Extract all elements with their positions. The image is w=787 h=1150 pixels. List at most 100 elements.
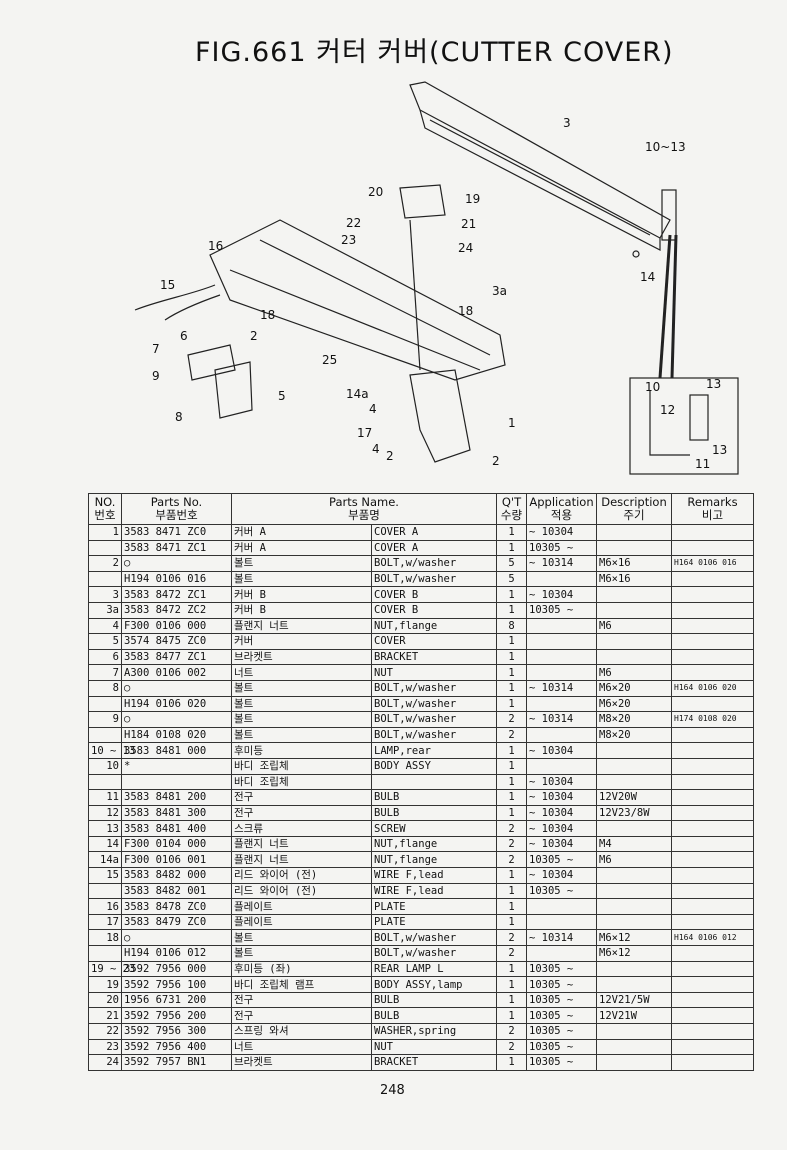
cell-rem	[671, 945, 754, 962]
cell-q: 2	[496, 1038, 527, 1056]
cell-kr: 전구	[231, 804, 372, 822]
cell-app	[526, 757, 597, 775]
callout: 2	[250, 329, 258, 343]
callout: 10~13	[645, 140, 686, 154]
cell-desc	[596, 757, 672, 775]
cell-q: 5	[496, 570, 527, 588]
cell-pn: 3583 8472 ZC1	[121, 586, 232, 603]
cell-no: 11	[88, 789, 122, 806]
cell-pn: 3592 7956 300	[121, 1023, 232, 1040]
callout: 17	[357, 426, 372, 440]
cell-q: 1	[496, 648, 527, 666]
cell-q: 1	[496, 1054, 527, 1071]
cell-rem	[671, 789, 754, 806]
inset-callout: 13	[712, 443, 727, 457]
callout: 2	[492, 454, 500, 468]
cell-q: 2	[496, 711, 527, 728]
cell-pn: 3592 7957 BN1	[121, 1054, 232, 1071]
cell-kr: 리드 와이어 (전)	[231, 882, 372, 900]
page-number: 248	[380, 1083, 405, 1098]
cell-en	[371, 773, 497, 791]
cell-no: 9	[88, 711, 122, 728]
cell-kr: 커버 B	[231, 586, 372, 603]
cell-q: 1	[496, 898, 527, 915]
cell-app: ~ 10304	[526, 804, 597, 822]
cell-desc: 12V23/8W	[596, 804, 672, 822]
cell-no: 5	[88, 633, 122, 650]
cell-en: BRACKET	[371, 1054, 497, 1071]
callout: 9	[152, 369, 160, 383]
cover-a-part	[209, 219, 506, 381]
cell-app	[526, 726, 597, 744]
cell-rem	[671, 804, 754, 822]
cell-en: BOLT,w/washer	[371, 555, 497, 572]
cell-en: BULB	[371, 1007, 497, 1024]
cell-pn: F300 0104 000	[121, 835, 232, 853]
callout: 6	[180, 329, 188, 343]
callout: 1	[508, 416, 516, 430]
cell-app: 10305 ~	[526, 539, 597, 557]
cell-rem	[671, 835, 754, 853]
cell-q: 1	[496, 976, 527, 993]
callout: 14a	[346, 387, 369, 401]
cell-rem	[671, 524, 754, 541]
header-no: NO. 번호	[88, 493, 122, 525]
cell-en: BODY ASSY	[371, 757, 497, 775]
cell-q: 1	[496, 867, 527, 884]
cell-q: 1	[496, 882, 527, 900]
cell-app: ~ 10304	[526, 773, 597, 791]
callout: 2	[386, 449, 394, 463]
cell-pn: 3583 8479 ZC0	[121, 913, 232, 931]
cell-pn: 3583 8471 ZC1	[121, 539, 232, 557]
callout: 19	[465, 192, 480, 206]
cell-en: NUT,flange	[371, 851, 497, 869]
cell-kr: 너트	[231, 664, 372, 681]
cell-q: 2	[496, 1023, 527, 1040]
cell-en: WASHER,spring	[371, 1023, 497, 1040]
cell-desc	[596, 1054, 672, 1071]
header-parts-name: Parts Name. 부품명	[231, 493, 497, 525]
cell-pn: 3583 8482 001	[121, 882, 232, 900]
cell-app: ~ 10304	[526, 835, 597, 853]
cell-q: 1	[496, 539, 527, 557]
cell-rem	[671, 1038, 754, 1056]
cell-rem	[671, 617, 754, 635]
cell-pn: F300 0106 001	[121, 851, 232, 869]
callout: 3a	[492, 284, 507, 298]
callout: 15	[160, 278, 175, 292]
cell-app: 10305 ~	[526, 1038, 597, 1056]
cover-b-part	[409, 81, 671, 239]
cell-kr: 커버 B	[231, 601, 372, 619]
cell-en: SCREW	[371, 820, 497, 837]
cell-rem	[671, 633, 754, 650]
cell-rem	[671, 742, 754, 759]
cell-app	[526, 664, 597, 681]
cell-kr: 후미등	[231, 742, 372, 759]
cell-no: 18	[88, 929, 122, 947]
cell-kr: 너트	[231, 1038, 372, 1056]
cell-en: REAR LAMP L	[371, 960, 497, 978]
cell-en: BOLT,w/washer	[371, 711, 497, 728]
cell-kr: 플랜지 너트	[231, 851, 372, 869]
cell-pn: H184 0108 020	[121, 726, 232, 744]
cell-en: BOLT,w/washer	[371, 679, 497, 697]
cell-q: 2	[496, 945, 527, 962]
cell-pn	[121, 773, 232, 791]
cell-desc: 12V21/5W	[596, 991, 672, 1009]
cell-kr: 볼트	[231, 929, 372, 947]
callout: 4	[369, 402, 377, 416]
cell-desc	[596, 586, 672, 603]
cell-q: 2	[496, 726, 527, 744]
rear-lamp-part	[661, 189, 677, 241]
